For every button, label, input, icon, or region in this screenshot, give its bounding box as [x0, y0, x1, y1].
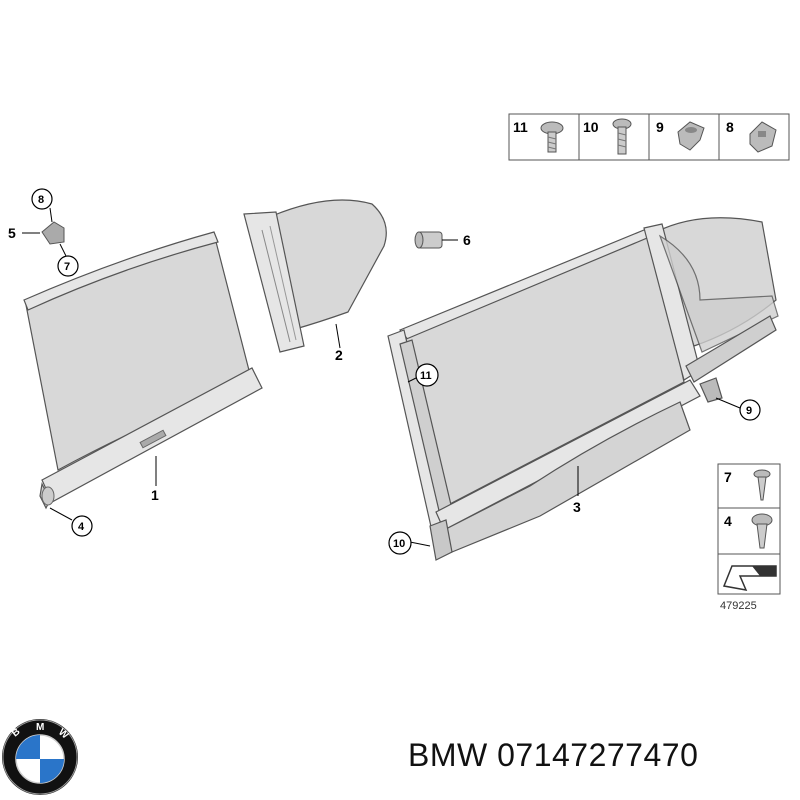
part-5-clip [41, 221, 65, 245]
callout-8: 8 [31, 188, 53, 210]
callout-2: 2 [335, 347, 343, 363]
reference-number: 479225 [720, 600, 757, 612]
part-1-roller-sunblind [23, 231, 263, 510]
callout-3-label: 3 [573, 499, 581, 515]
leader-lines [22, 207, 741, 547]
callout-4: 4 [71, 515, 93, 537]
callout-11-label: 11 [420, 370, 432, 382]
arrow-indicator-icon [722, 565, 777, 591]
callout-9: 9 [739, 399, 761, 421]
part-2-quarter-window-blind [243, 199, 387, 353]
callout-6-label: 6 [463, 232, 471, 248]
part-6-sleeve [414, 231, 443, 249]
callout-10-label: 10 [393, 538, 405, 550]
bmw-logo: B M W [2, 719, 78, 795]
callout-9-label: 9 [746, 405, 752, 417]
box-label-7: 7 [724, 469, 732, 485]
part-3-door-blind-assembly [387, 217, 779, 561]
callout-7: 7 [57, 255, 79, 277]
callout-7-label: 7 [64, 261, 70, 273]
box-label-9: 9 [656, 119, 664, 135]
callout-5-label: 5 [8, 225, 16, 241]
screw-10-icon [612, 118, 632, 155]
callout-4-label: 4 [78, 521, 85, 533]
box-label-10: 10 [583, 119, 599, 135]
callout-11: 11 [415, 363, 439, 387]
callout-10: 10 [388, 531, 412, 555]
callout-6: 6 [463, 232, 471, 248]
fastener-box-top: 11 10 9 8 [508, 113, 790, 161]
box-label-11: 11 [513, 119, 528, 135]
screw-4-icon [751, 513, 773, 549]
screw-7-icon [753, 469, 771, 501]
fastener-box-side: 7 4 [717, 463, 781, 595]
box-label-8: 8 [726, 119, 734, 135]
svg-text:M: M [36, 722, 44, 733]
clip-nut-8-icon [749, 121, 777, 153]
callout-5: 5 [8, 225, 16, 241]
callout-3: 3 [573, 499, 581, 515]
callout-2-label: 2 [335, 347, 343, 363]
part-number-caption: BMW 07147277470 [408, 737, 699, 773]
callout-1-label: 1 [151, 487, 159, 503]
screw-11-icon [540, 121, 564, 153]
box-label-4: 4 [724, 513, 732, 529]
callout-1: 1 [151, 487, 159, 503]
clip-nut-9-icon [677, 121, 705, 151]
callout-8-label: 8 [38, 194, 44, 206]
